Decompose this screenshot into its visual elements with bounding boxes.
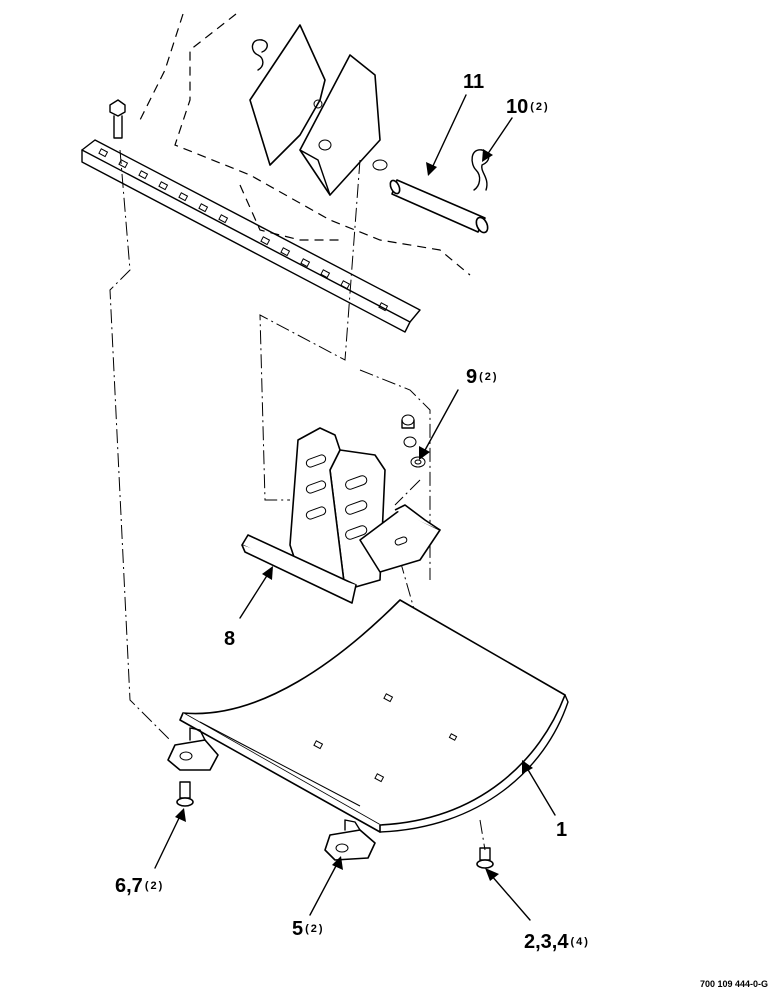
bolt-left-icon <box>176 781 194 807</box>
callout-5: 5(2) <box>292 918 325 940</box>
curved-tray-1 <box>179 599 569 833</box>
callout-9: 9(2) <box>466 366 499 388</box>
bolt-right-icon <box>476 847 494 869</box>
tray-holes <box>313 693 458 783</box>
callout-2-3-4: 2,3,4(4) <box>524 931 590 953</box>
callout-1: 1 <box>556 819 567 841</box>
slot-holes <box>305 454 408 546</box>
bracket-assembly-8 <box>241 427 441 604</box>
callout-6-7: 6,7(2) <box>115 875 164 897</box>
top-bolt-icon <box>109 99 126 139</box>
clip-left <box>167 727 219 771</box>
hitch-plates <box>249 24 388 196</box>
drawing-reference-number: 700 109 444-0-G <box>700 979 768 989</box>
clip-bottom <box>324 819 376 861</box>
rail-holes <box>98 148 389 312</box>
callout-10: 10(2) <box>506 96 550 118</box>
pin-11 <box>389 179 489 234</box>
callout-11: 11 <box>463 71 484 93</box>
phantom-frame-outline <box>139 13 471 276</box>
upper-hair-pin-icon <box>251 39 268 71</box>
mounting-rail <box>81 139 421 333</box>
leader-arrows <box>154 94 556 921</box>
hardware-stack-9 <box>401 414 426 468</box>
callout-8: 8 <box>224 628 235 650</box>
